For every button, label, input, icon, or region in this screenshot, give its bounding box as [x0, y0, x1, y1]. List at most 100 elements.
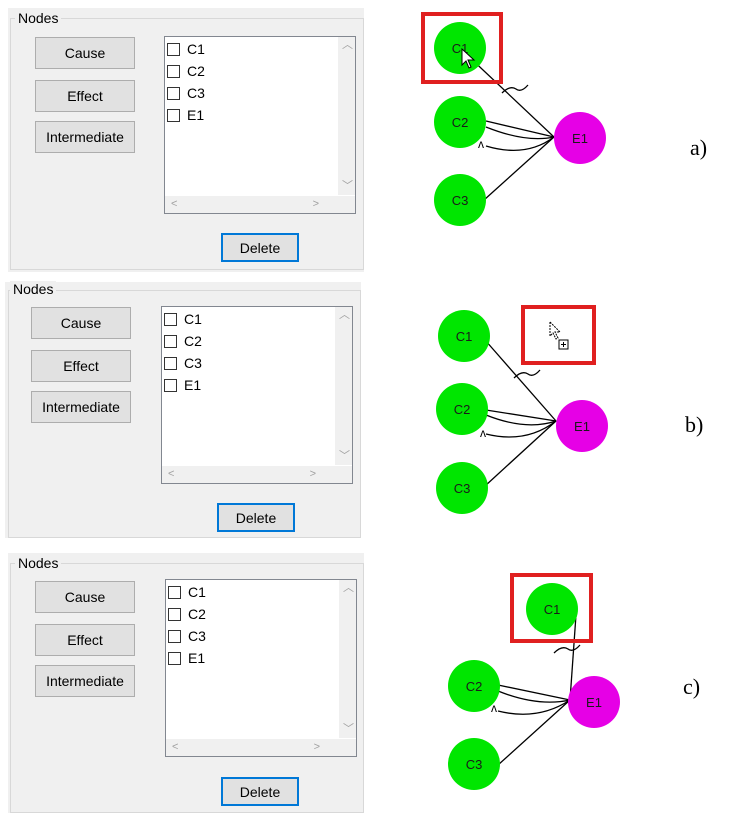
scroll-up-icon[interactable]: ︿ — [343, 582, 354, 594]
panel-label-b: b) — [685, 412, 704, 437]
node-list-c[interactable]: C1 C2 C3 E1 ︿ ﹀ < > — [165, 579, 357, 757]
scroll-right-icon[interactable]: > — [313, 741, 320, 753]
selection-highlight — [521, 305, 596, 365]
checkbox[interactable] — [164, 312, 177, 326]
node-c1[interactable] — [526, 583, 578, 635]
horizontal-scrollbar[interactable]: < > — [165, 196, 339, 213]
intermediate-button-b[interactable]: Intermediate — [31, 391, 131, 423]
horizontal-scrollbar[interactable]: < > — [162, 466, 336, 483]
nodes-group-title-c: Nodes — [15, 555, 62, 571]
scroll-up-icon[interactable]: ︿ — [339, 309, 350, 321]
graph-canvas-a[interactable]: ʌ C1 C2 C3 E1 — [390, 11, 650, 269]
vertical-scrollbar[interactable]: ︿ ﹀ — [339, 580, 356, 738]
node-e1[interactable] — [554, 112, 606, 164]
checkbox[interactable] — [164, 378, 177, 392]
graph-canvas-c[interactable]: ʌ C1 C2 C3 E1 — [390, 557, 650, 813]
list-item-label: E1 — [188, 650, 206, 666]
delete-button-a[interactable]: Delete — [221, 233, 299, 262]
cause-button-a[interactable]: Cause — [35, 37, 135, 69]
graph-svg-b: ʌ C1 C2 C3 E1 — [436, 305, 608, 514]
scroll-left-icon[interactable]: < — [168, 468, 175, 480]
list-item-c2[interactable]: C2 — [167, 61, 205, 81]
and-arc-lower — [485, 420, 557, 438]
list-item-c2[interactable]: C2 — [164, 331, 202, 351]
scroll-left-icon[interactable]: < — [172, 741, 179, 753]
list-item-c3[interactable]: C3 — [164, 353, 202, 373]
checkbox[interactable] — [167, 108, 180, 122]
node-e1-label: E1 — [586, 695, 602, 710]
list-item-c1[interactable]: C1 — [164, 309, 202, 329]
checkbox[interactable] — [168, 629, 181, 643]
panel-label-a: a) — [690, 135, 708, 160]
node-e1[interactable] — [556, 400, 608, 452]
checkbox[interactable] — [168, 585, 181, 599]
effect-button-c[interactable]: Effect — [35, 624, 135, 656]
node-c3[interactable] — [436, 462, 488, 514]
effect-button-a[interactable]: Effect — [35, 80, 135, 112]
horizontal-scrollbar[interactable]: < > — [166, 739, 340, 756]
list-item-e1[interactable]: E1 — [164, 375, 201, 395]
checkbox[interactable] — [164, 334, 177, 348]
scroll-up-icon[interactable]: ︿ — [342, 39, 353, 51]
edge-c2-e1 — [485, 120, 555, 138]
edge-c3-e1 — [497, 699, 571, 766]
scroll-corner — [335, 466, 352, 483]
nodes-group-title-a: Nodes — [15, 10, 62, 26]
cause-button-c[interactable]: Cause — [35, 581, 135, 613]
list-item-label: C1 — [184, 311, 202, 327]
node-c3[interactable] — [448, 738, 500, 790]
scroll-right-icon[interactable]: > — [309, 468, 316, 480]
scroll-left-icon[interactable]: < — [171, 198, 178, 210]
delete-button-c[interactable]: Delete — [221, 777, 299, 806]
scroll-down-icon[interactable]: ﹀ — [342, 180, 353, 192]
checkbox[interactable] — [167, 86, 180, 100]
scroll-down-icon[interactable]: ﹀ — [343, 723, 354, 735]
and-arc-lower — [485, 136, 555, 151]
checkbox[interactable] — [167, 42, 180, 56]
scroll-down-icon[interactable]: ﹀ — [339, 450, 350, 462]
checkbox[interactable] — [164, 356, 177, 370]
intermediate-button-c[interactable]: Intermediate — [35, 665, 135, 697]
checkbox[interactable] — [167, 64, 180, 78]
graph-svg-a: ʌ C1 C2 C3 E1 — [421, 12, 606, 226]
cause-button-b[interactable]: Cause — [31, 307, 131, 339]
list-item-label: E1 — [187, 107, 205, 123]
graph-canvas-b[interactable]: ʌ C1 C2 C3 E1 — [386, 282, 650, 538]
list-item-label: E1 — [184, 377, 202, 393]
checkbox[interactable] — [168, 607, 181, 621]
node-c2[interactable] — [436, 383, 488, 435]
effect-button-b[interactable]: Effect — [31, 350, 131, 382]
and-arc — [485, 414, 557, 426]
node-c1-label: C1 — [456, 329, 473, 344]
node-c1[interactable] — [438, 310, 490, 362]
node-e1[interactable] — [568, 676, 620, 728]
node-list-b[interactable]: C1 C2 C3 E1 ︿ ﹀ < > — [161, 306, 353, 484]
edge-c2-e1 — [485, 409, 557, 422]
nodes-group-c — [10, 563, 364, 813]
list-item-c1[interactable]: C1 — [168, 582, 206, 602]
plus-glyph — [561, 342, 566, 347]
node-c2[interactable] — [434, 96, 486, 148]
vertical-scrollbar[interactable]: ︿ ﹀ — [335, 307, 352, 465]
list-item-label: C3 — [184, 355, 202, 371]
list-item-label: C2 — [187, 63, 205, 79]
scroll-right-icon[interactable]: > — [312, 198, 319, 210]
and-arc — [485, 126, 555, 140]
checkbox[interactable] — [168, 651, 181, 665]
node-c1[interactable] — [434, 22, 486, 74]
list-item-c3[interactable]: C3 — [167, 83, 205, 103]
node-c2[interactable] — [448, 660, 500, 712]
intermediate-button-a[interactable]: Intermediate — [35, 121, 135, 153]
list-item-c2[interactable]: C2 — [168, 604, 206, 624]
list-item-e1[interactable]: E1 — [167, 105, 204, 125]
node-list-a[interactable]: C1 C2 C3 E1 ︿ ﹀ < > — [164, 36, 356, 214]
selection-highlight — [421, 12, 503, 84]
node-c3[interactable] — [434, 174, 486, 226]
panel-label-c: c) — [683, 674, 701, 699]
delete-button-b[interactable]: Delete — [217, 503, 295, 532]
edge-c3-e1 — [484, 420, 557, 487]
list-item-c1[interactable]: C1 — [167, 39, 205, 59]
list-item-e1[interactable]: E1 — [168, 648, 205, 668]
vertical-scrollbar[interactable]: ︿ ﹀ — [338, 37, 355, 195]
list-item-c3[interactable]: C3 — [168, 626, 206, 646]
